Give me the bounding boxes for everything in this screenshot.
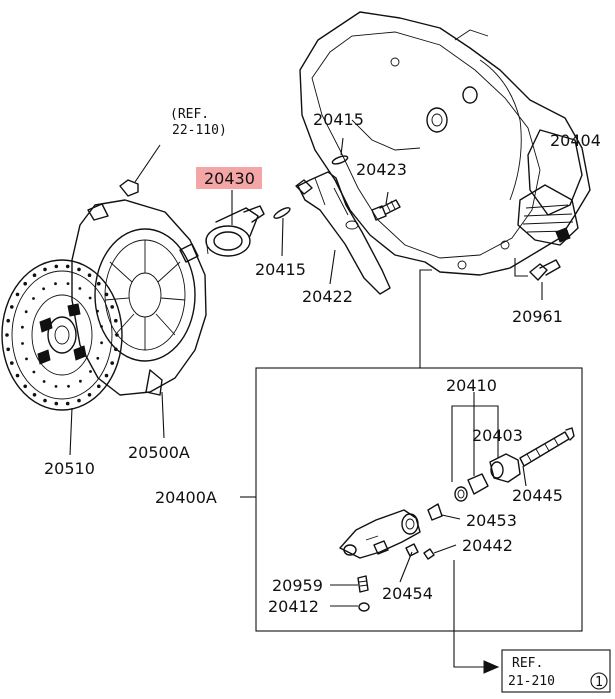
disc-rivet-hole: [23, 281, 28, 286]
disc-rivet-hole: [114, 318, 118, 323]
disc-rivets: [5, 264, 119, 406]
part-label-20453: 20453: [466, 511, 517, 530]
disc-rivet-hole: [88, 296, 92, 300]
release-cylinder: [339, 509, 421, 559]
disc-rivet-hole: [24, 310, 28, 314]
cylinder-nipple: [405, 543, 419, 557]
part-label-20961: 20961: [512, 307, 563, 326]
disc-rivet-hole: [97, 281, 101, 286]
disc-rivet-hole: [79, 379, 82, 383]
bracket-bolt: [529, 259, 561, 281]
disc-rivet-hole: [96, 309, 99, 313]
disc-rivet-hole: [78, 287, 82, 290]
release-bearing: [205, 205, 265, 257]
part-label-20442: 20442: [462, 536, 513, 555]
disc-rivet-hole: [87, 393, 92, 397]
disc-rivet-hole: [115, 333, 119, 337]
disc-rivet-hole: [100, 341, 103, 345]
bleeder-cap: [423, 548, 435, 560]
disc-rivet-hole: [10, 305, 14, 309]
disc-rivet-hole: [15, 373, 20, 378]
ref-22-110-line2: 22-110): [172, 123, 227, 138]
disc-rivet-hole: [6, 318, 10, 323]
part-label-20400A: 20400A: [155, 488, 217, 507]
mid-clip: [273, 207, 291, 219]
disc-rivet-hole: [54, 385, 58, 388]
disc-rivet-hole: [65, 264, 70, 269]
part-label-20410: 20410: [446, 376, 497, 395]
top-clip: [331, 155, 349, 165]
part-label-20403: 20403: [472, 426, 523, 445]
circled-number-marker: [590, 672, 608, 690]
disc-rivet-hole: [65, 401, 70, 406]
disc-rivet-hole: [42, 380, 46, 383]
disc-rivet-hole: [67, 384, 70, 388]
bleeder-plug: [358, 602, 370, 612]
disc-rivet-hole: [21, 325, 24, 329]
disc-rivet-hole: [66, 282, 70, 285]
highlight-box: [196, 167, 262, 189]
disc-rivet-hole: [77, 267, 81, 272]
clutch-hose: [519, 427, 575, 467]
ref-21-210-line2: 21-210: [508, 674, 555, 689]
disc-rivet-hole: [114, 347, 118, 352]
disc-rivet-hole: [32, 370, 36, 374]
part-label-20445: 20445: [512, 486, 563, 505]
disc-rivet-hole: [110, 305, 114, 309]
disc-rivet-hole: [54, 282, 57, 286]
disc-rivet-hole: [10, 361, 14, 365]
circled-number: 1: [595, 675, 603, 690]
part-label-20959: 20959: [272, 576, 323, 595]
disc-rivet-hole: [54, 401, 59, 406]
clutch-cover: [71, 199, 207, 396]
disc-rivet-hole: [43, 398, 47, 403]
disc-rivet-hole: [77, 398, 81, 403]
disc-rivet-hole: [54, 264, 59, 269]
part-label-20454: 20454: [382, 584, 433, 603]
disc-rivet-hole: [15, 292, 20, 297]
disc-rivet-hole: [100, 325, 103, 328]
disc-rivet-hole: [21, 342, 24, 345]
ref-22-110-line1: (REF.: [170, 107, 209, 122]
disc-rivet-hole: [42, 287, 45, 291]
part-label-20415-mid: 20415: [255, 260, 306, 279]
disc-rivet-hole: [32, 297, 35, 300]
disc-rivet-hole: [104, 373, 109, 378]
disc-rivet-hole: [32, 273, 37, 278]
cylinder-boot: [427, 503, 443, 521]
disc-rivet-hole: [97, 384, 101, 389]
disc-rivet-hole: [43, 267, 47, 272]
disc-rivet-hole: [87, 273, 92, 278]
disc-rivet-hole: [32, 393, 37, 397]
bleeder-screw: [357, 575, 369, 593]
part-label-20422: 20422: [302, 287, 353, 306]
disc-rivet-hole: [110, 361, 114, 365]
part-label-20510: 20510: [44, 459, 95, 478]
release-fork: [295, 171, 391, 295]
disc-rivet-hole: [5, 333, 9, 337]
release-boot: [517, 184, 579, 246]
pilot-part: [119, 179, 139, 197]
ref-21-210-line1: REF.: [512, 656, 543, 671]
disc-rivet-hole: [6, 347, 10, 352]
disc-rivet-hole: [96, 356, 100, 360]
clutch-disc: [1, 259, 123, 411]
disc-rivet-hole: [23, 384, 28, 389]
part-label-20430: 20430: [204, 169, 255, 188]
disc-rivet-hole: [89, 370, 92, 373]
part-label-20423: 20423: [356, 160, 407, 179]
pivot-bolt: [371, 199, 401, 221]
disc-rivet-hole: [104, 292, 109, 297]
disc-rivet-hole: [25, 357, 28, 361]
transmission-housing: [299, 11, 591, 276]
cylinder-piston: [454, 453, 521, 502]
part-label-20500A: 20500A: [128, 443, 190, 462]
part-label-20404: 20404: [550, 131, 601, 150]
part-label-20415-top: 20415: [313, 110, 364, 129]
part-label-20412: 20412: [268, 597, 319, 616]
